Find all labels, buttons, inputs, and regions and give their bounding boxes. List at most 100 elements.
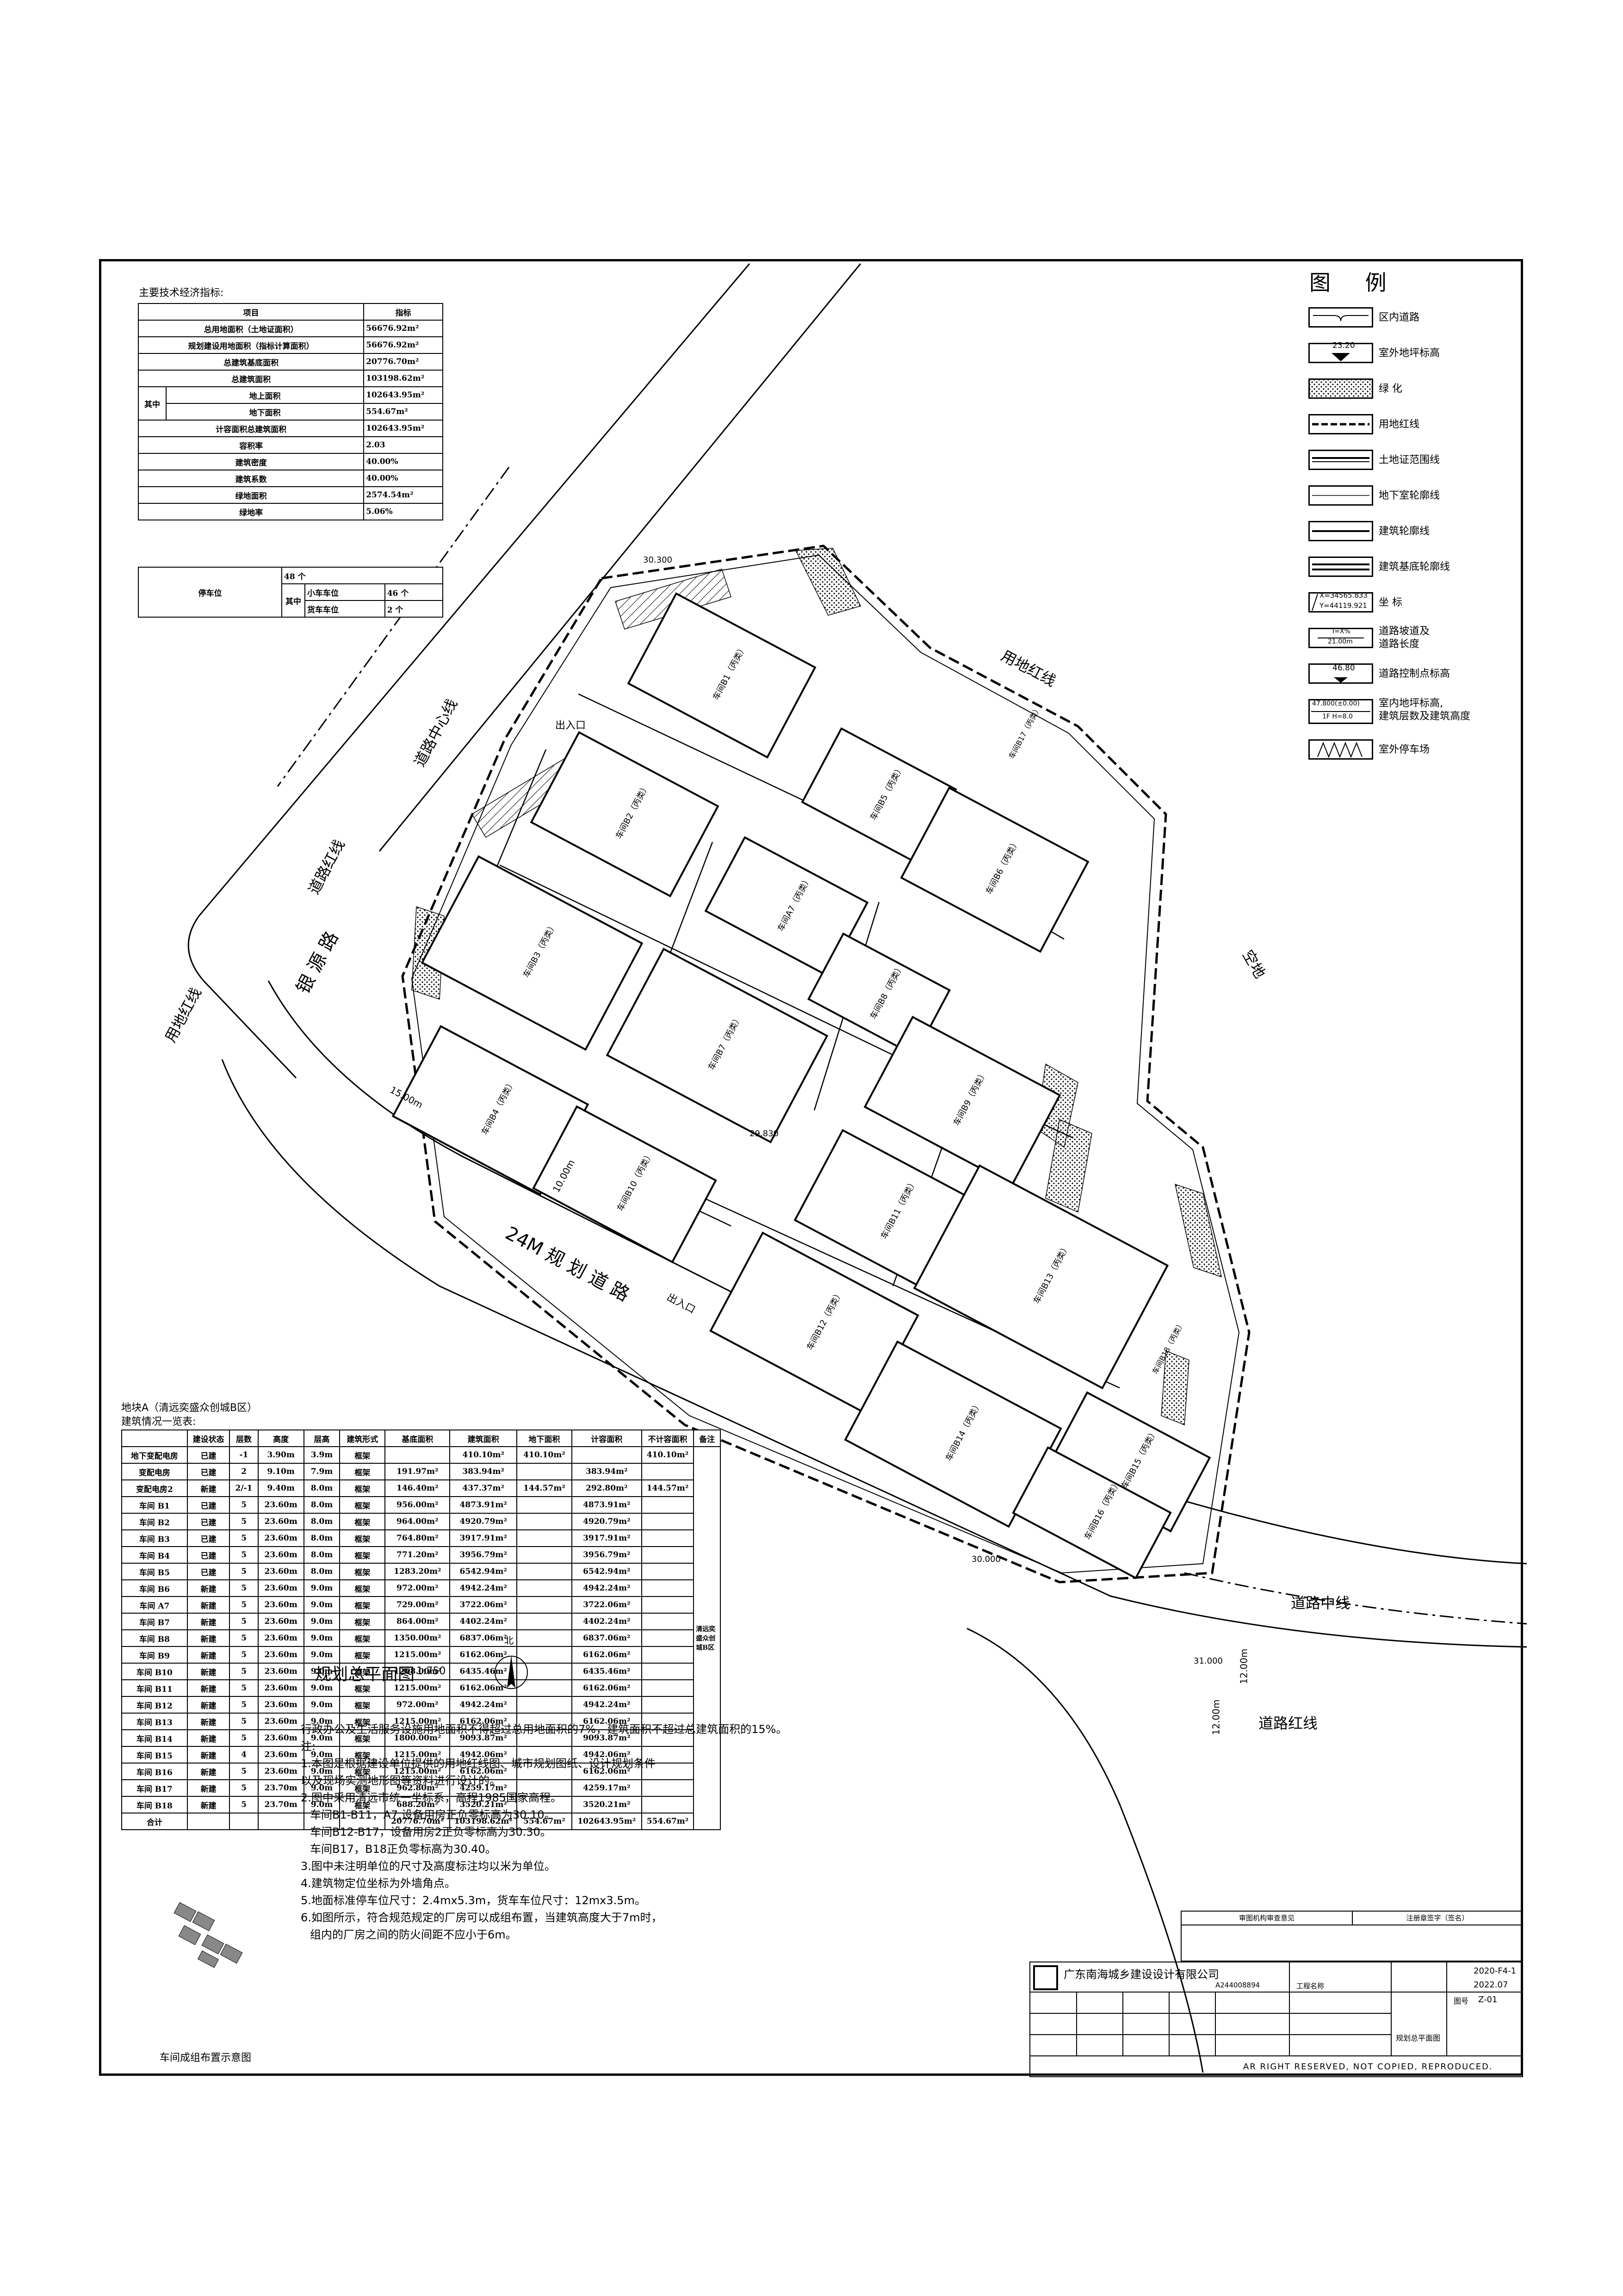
table-cell: 建筑密度 <box>137 453 365 470</box>
control-sample: 46.80 <box>1332 663 1355 673</box>
legend-item: 绿 化 <box>1308 376 1503 402</box>
table-cell: 5 <box>229 1579 259 1597</box>
table-header: 层数 <box>229 1430 259 1447</box>
table-cell: 20776.70m² <box>363 353 443 371</box>
table-cell: 2.03 <box>363 436 443 454</box>
table-cell: 新建 <box>186 1663 230 1680</box>
redline-legend-symbol <box>1308 414 1373 434</box>
key-plan-caption: 车间成组布置示意图 <box>160 2052 252 2064</box>
table-cell: 车间 B4 <box>121 1546 188 1564</box>
note-item: 车间B17，B18正负零标高为30.40。 <box>310 1843 496 1856</box>
table-cell: 6162.06m² <box>571 1646 642 1664</box>
table-cell: 1215.00m² <box>384 1679 451 1697</box>
green-legend-symbol <box>1308 378 1373 399</box>
table-cell: 绿地面积 <box>137 486 365 504</box>
table-cell: 框架 <box>339 1546 386 1564</box>
table-cell: 46 个 <box>384 583 444 601</box>
legend-label: 土地证范围线 <box>1379 454 1440 466</box>
table-cell <box>516 1713 572 1730</box>
table-cell: 车间 B13 <box>121 1713 188 1730</box>
legend-item: 室外停车场 <box>1308 736 1503 762</box>
table-cell: 车间 B11 <box>121 1679 188 1697</box>
table-cell <box>229 1813 259 1830</box>
table-cell: 框架 <box>339 1496 386 1514</box>
table-cell: 23.60m <box>257 1746 304 1764</box>
table-remark: 清远奕盛众创城B区 <box>693 1446 721 1830</box>
table-cell: 6837.06m² <box>449 1629 518 1647</box>
legend-item: 46.80 道路控制点标高 <box>1308 661 1503 687</box>
table-cell: 1215.00m² <box>384 1763 451 1780</box>
table-cell: 3917.91m² <box>571 1529 642 1547</box>
table-cell: 停车位 <box>138 567 282 618</box>
table-cell: 23.60m <box>257 1529 304 1547</box>
table-cell: 新建 <box>186 1479 230 1497</box>
building-footprints <box>391 592 1211 1579</box>
table-cell: 3722.06m² <box>571 1596 642 1614</box>
table-cell: 6162.06m² <box>571 1679 642 1697</box>
table-cell: 计容面积总建筑面积 <box>137 420 365 437</box>
table-cell: 5 <box>229 1613 259 1630</box>
table-cell: 5 <box>229 1796 259 1813</box>
table-cell: 6162.06m² <box>449 1763 518 1780</box>
building-table: 建设状态层数高度层高建筑形式基底面积建筑面积地下面积计容面积不计容面积备注地下变… <box>121 1430 721 1830</box>
table-cell: 4259.17m² <box>449 1779 518 1797</box>
table-cell: 5 <box>229 1529 259 1547</box>
table-cell: 1800.00m² <box>384 1729 451 1747</box>
table-cell: 729.00m² <box>384 1596 451 1614</box>
note-intro: 行政办公及生活服务设施用地面积不得超过总用地面积的7%，建筑面积不超过总建筑面积… <box>301 1723 787 1736</box>
table-cell <box>516 1763 572 1780</box>
table-cell: 建筑系数 <box>137 470 365 487</box>
table-cell <box>641 1679 694 1697</box>
table-cell: 已建 <box>186 1446 230 1464</box>
table-cell: 3956.79m² <box>571 1546 642 1564</box>
table-cell: 已建 <box>186 1546 230 1564</box>
table-cell: 410.10m² <box>516 1446 572 1464</box>
note-item: 以及现场实测地形图等资料进行设计的。 <box>301 1774 501 1787</box>
table-cell <box>516 1729 572 1747</box>
table-cell: 新建 <box>186 1763 230 1780</box>
elevation-legend-symbol <box>1308 343 1373 363</box>
table-cell: 102643.95m² <box>363 420 443 437</box>
table-cell: 9.0m <box>303 1663 341 1680</box>
table-cell: 变配电房 <box>121 1463 188 1480</box>
note-item: 车间B1-B11，A7,设备用房正负零标高为30.10。 <box>310 1808 556 1821</box>
key-plan-diagram <box>173 1902 243 1968</box>
table-header: 指标 <box>363 303 443 321</box>
table-cell: 554.67m² <box>641 1813 694 1830</box>
table-cell <box>641 1746 694 1764</box>
table-cell: 144.57m² <box>516 1479 572 1497</box>
note-item: 5.地面标准停车位尺寸：2.4mx5.3m，货车车位尺寸：12mx3.5m。 <box>301 1894 646 1907</box>
elevation-sample: 23.20 <box>1332 341 1355 350</box>
review-label: 审图机构审查意见 <box>1182 1912 1353 1925</box>
table-cell: 4942.24m² <box>571 1579 642 1597</box>
legend-item: 建筑基底轮廓线 <box>1308 554 1503 580</box>
table-cell: 8.0m <box>303 1546 341 1564</box>
table-cell: 383.94m² <box>571 1463 642 1480</box>
note-item: 3.图中未注明单位的尺寸及高度标注均以米为单位。 <box>301 1860 556 1873</box>
table-cell: 框架 <box>339 1663 386 1680</box>
table-cell <box>641 1529 694 1547</box>
table-header: 基底面积 <box>384 1430 451 1447</box>
table-cell: 23.60m <box>257 1496 304 1514</box>
table-cell: 框架 <box>339 1746 386 1764</box>
table-cell: 4873.91m² <box>571 1496 642 1514</box>
table-cell: 9.0m <box>303 1696 341 1714</box>
table-cell <box>641 1513 694 1530</box>
table-cell: 框架 <box>339 1579 386 1597</box>
table-cell: 4 <box>229 1746 259 1764</box>
table-header: 建筑形式 <box>339 1430 386 1447</box>
note-item: 组内的厂房之间的防火间距不应小于6m。 <box>310 1928 517 1941</box>
table-cell: 1215.00m² <box>384 1746 451 1764</box>
table-cell: 4920.79m² <box>571 1513 642 1530</box>
table-cell: 4942.24m² <box>571 1696 642 1714</box>
review-box: 审图机构审查意见 注册章签字（签名） <box>1181 1911 1523 1962</box>
table-cell: 2/-1 <box>229 1479 259 1497</box>
table-cell <box>516 1629 572 1647</box>
table-cell: 6162.06m² <box>449 1713 518 1730</box>
table-cell: 1215.00m² <box>384 1713 451 1730</box>
